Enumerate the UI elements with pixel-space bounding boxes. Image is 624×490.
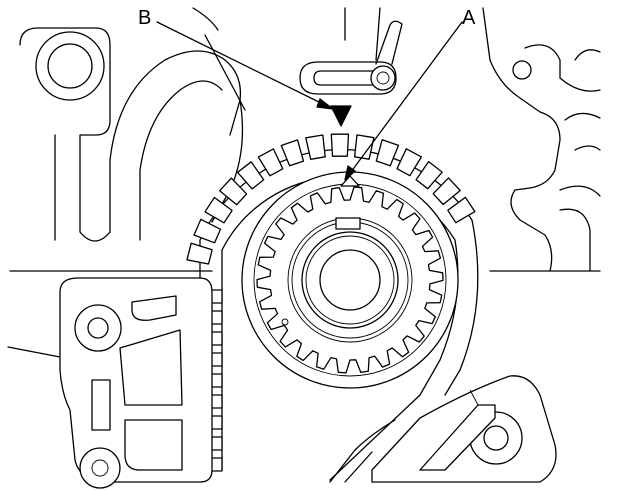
belt-tooth — [186, 242, 213, 265]
belt-tooth — [204, 196, 233, 224]
callout-label-a: A — [462, 7, 476, 29]
belt-tooth — [219, 177, 248, 206]
keyway — [335, 217, 361, 230]
idler-bracket — [329, 375, 557, 483]
leader-line-b — [156, 21, 334, 110]
adjuster-bracket — [299, 20, 403, 95]
belt-tooth — [447, 196, 476, 224]
arrowhead-a — [344, 165, 356, 181]
belt-tooth — [257, 148, 284, 177]
belt-tooth — [375, 139, 400, 167]
arrowhead-b — [316, 98, 334, 110]
belt-teeth — [186, 133, 476, 265]
timing-belt — [186, 133, 479, 481]
crankshaft-sprocket — [241, 171, 459, 389]
belt-tooth — [415, 160, 443, 190]
belt-tooth — [330, 133, 350, 157]
sprocket-mark-dot — [281, 318, 289, 326]
leader-line-a — [344, 21, 463, 181]
belt-tooth — [432, 177, 461, 206]
reference-mark-b — [330, 105, 352, 127]
engine-block-outline — [9, 7, 601, 272]
belt-tooth — [305, 134, 326, 160]
belt-tooth — [280, 139, 305, 167]
belt-tooth — [193, 218, 222, 244]
callout-label-b: B — [138, 7, 151, 29]
belt-tooth — [396, 148, 423, 177]
sprocket-timing-mark — [340, 175, 360, 187]
belt-tooth — [353, 134, 375, 160]
tensioner-bracket — [7, 277, 213, 489]
belt-tooth — [236, 161, 265, 190]
